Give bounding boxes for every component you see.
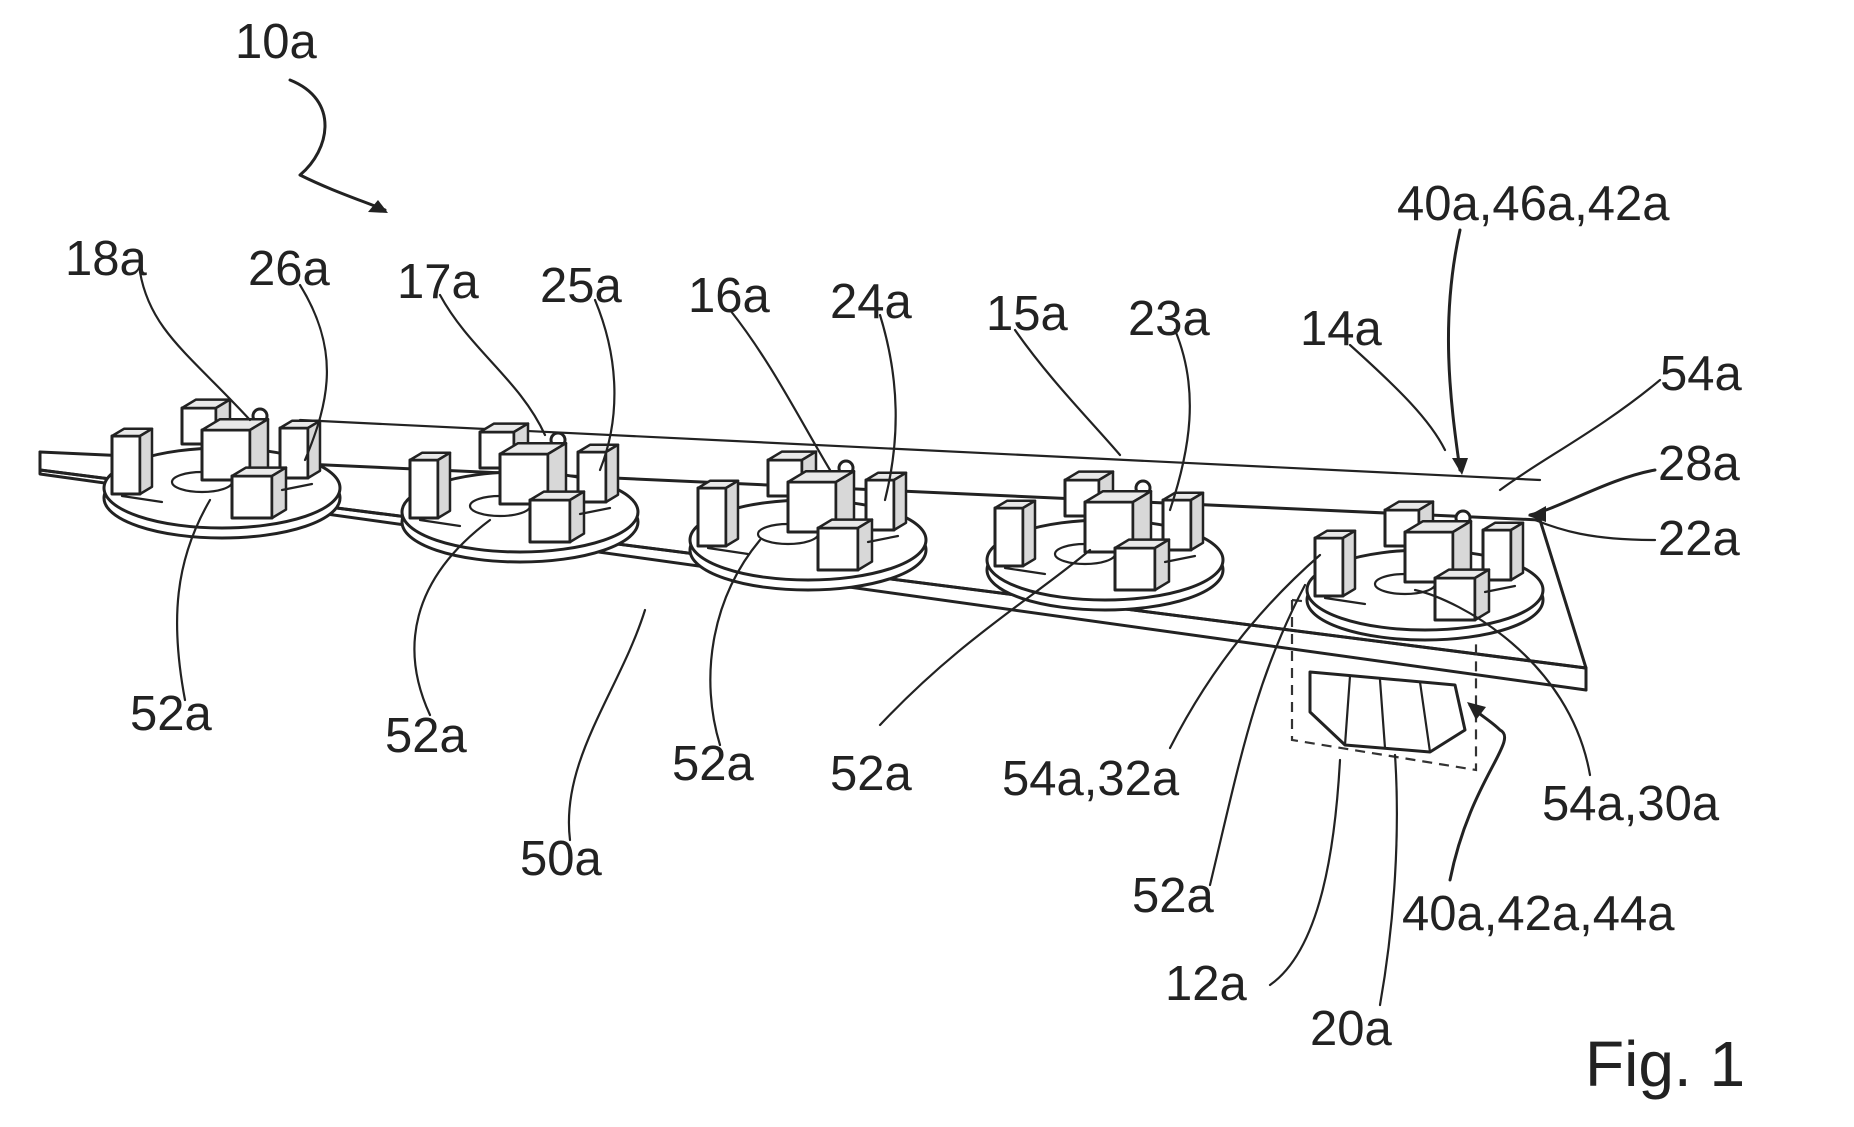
label-25a: 25a [540,262,622,311]
label-52a-1: 52a [130,690,212,739]
label-24a: 24a [830,278,912,327]
optics-module [104,400,340,538]
label-12a: 12a [1165,960,1247,1009]
label-15a: 15a [986,290,1068,339]
label-20a: 20a [1310,1005,1392,1054]
label-52a-3: 52a [672,740,754,789]
label-28a: 28a [1658,440,1740,489]
figure-caption: Fig. 1 [1585,1032,1745,1096]
label-54a-30a: 54a,30a [1542,780,1719,829]
label-26a: 26a [248,245,330,294]
label-40a-42a-44a: 40a,42a,44a [1402,890,1675,939]
label-52a-4: 52a [830,750,912,799]
optics-module [987,472,1223,610]
label-52a-5: 52a [1132,872,1214,921]
optics-module [402,424,638,562]
label-16a: 16a [688,272,770,321]
label-17a: 17a [397,258,479,307]
label-54a-top: 54a [1660,350,1742,399]
label-14a: 14a [1300,305,1382,354]
label-52a-2: 52a [385,712,467,761]
label-22a: 22a [1658,515,1740,564]
label-50a: 50a [520,835,602,884]
label-18a: 18a [65,235,147,284]
label-54a-32a: 54a,32a [1002,755,1179,804]
label-10a: 10a [235,18,317,67]
label-40a-46a-42a: 40a,46a,42a [1397,180,1670,229]
label-23a: 23a [1128,295,1210,344]
